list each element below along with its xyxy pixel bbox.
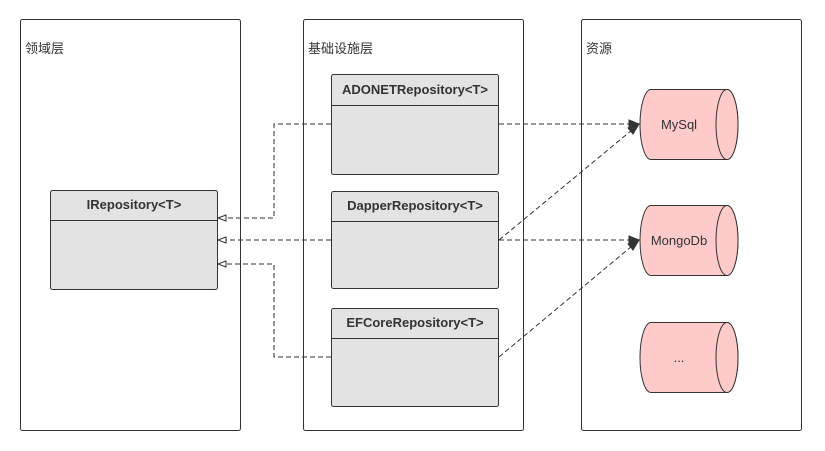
- resources-layer-label: 资源: [586, 41, 612, 56]
- adonet-implements-arrowhead: [216, 214, 227, 222]
- class-efcore-repository-box: [331, 308, 499, 407]
- class-irepository-title: IRepository<T>: [87, 197, 182, 212]
- database-mysql-cap: [715, 89, 739, 160]
- class-adonet-repository[interactable]: ADONETRepository<T>: [331, 74, 499, 175]
- class-dapper-repository-box: [331, 191, 499, 289]
- class-efcore-repository-title: EFCoreRepository<T>: [346, 315, 484, 330]
- class-dapper-repository[interactable]: DapperRepository<T>: [331, 191, 499, 289]
- infrastructure-layer-label: 基础设施层: [308, 41, 373, 56]
- adonet-implements-line: [226, 123, 331, 219]
- class-adonet-repository-title: ADONETRepository<T>: [342, 82, 488, 97]
- dapper-implements-arrowhead: [216, 236, 227, 244]
- class-dapper-repository-title: DapperRepository<T>: [347, 198, 483, 213]
- database-mongodb-label: MongoDb: [651, 233, 707, 248]
- class-adonet-repository-box: [331, 74, 499, 175]
- database-mysql-label: MySql: [661, 117, 697, 132]
- dapper-to-mysql-line: [498, 129, 633, 241]
- domain-layer-label: 领域层: [25, 41, 64, 56]
- database-mongodb[interactable]: MongoDb: [639, 205, 739, 276]
- efcore-implements-arrowhead: [216, 260, 227, 268]
- database-other-cap: [715, 322, 739, 393]
- class-irepository-box: [50, 190, 218, 290]
- efcore-implements-line: [226, 263, 331, 358]
- efcore-to-mongodb-arrowhead: [627, 239, 641, 251]
- uses-connectors: [498, 119, 641, 358]
- efcore-to-mongodb-line: [498, 245, 633, 358]
- dapper-to-mysql-arrowhead: [627, 123, 641, 135]
- class-irepository[interactable]: IRepository<T>: [50, 190, 218, 290]
- database-mongodb-cap: [715, 205, 739, 276]
- implements-connectors: [216, 123, 331, 358]
- class-efcore-repository[interactable]: EFCoreRepository<T>: [331, 308, 499, 407]
- database-mysql[interactable]: MySql: [639, 89, 739, 160]
- database-other[interactable]: ...: [639, 322, 739, 393]
- database-other-label: ...: [674, 350, 685, 365]
